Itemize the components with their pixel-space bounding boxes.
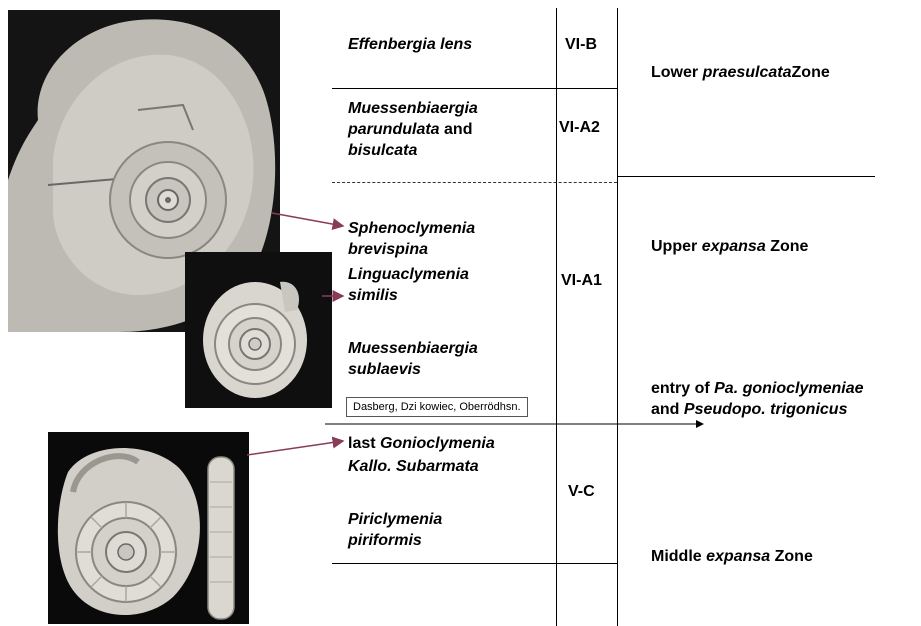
zone-prefix: Middle bbox=[651, 548, 702, 565]
zone-name: expansa bbox=[702, 238, 766, 255]
zone-lower-praesulcata: Lower praesulcataZone bbox=[651, 62, 830, 83]
species-kallo-subarmata: Kallo. Subarmata bbox=[348, 456, 479, 477]
row-divider-vc bbox=[332, 563, 617, 564]
zone-suffix: Zone bbox=[775, 548, 813, 565]
species-line: piriformis bbox=[348, 530, 442, 551]
species-word: Gonioclymenia bbox=[380, 435, 495, 452]
arrow-to-sphenoclymenia bbox=[272, 213, 343, 226]
arrow-to-gonioclymenia bbox=[247, 441, 343, 455]
species-last-gonioclymenia: last Gonioclymenia bbox=[348, 433, 495, 454]
entry-prefix: entry of bbox=[651, 380, 710, 397]
species-linguaclymenia: Linguaclymenia similis bbox=[348, 264, 469, 306]
column-divider-right bbox=[617, 8, 618, 626]
row-divider-vib bbox=[332, 88, 617, 89]
species-piriclymenia: Piriclymenia piriformis bbox=[348, 509, 442, 551]
species-word: parundulata bbox=[348, 121, 440, 138]
species-muessenbiaergia-parundulata: Muessenbiaergia parundulata and bisulcat… bbox=[348, 98, 478, 161]
column-divider-left bbox=[556, 8, 557, 626]
species-line: parundulata and bbox=[348, 119, 478, 140]
species-prefix: last bbox=[348, 435, 376, 452]
subzone-vi-a1: VI-A1 bbox=[561, 270, 602, 291]
species-line: Linguaclymenia bbox=[348, 264, 469, 285]
species-muessenbiaergia-sublaevis: Muessenbiaergia sublaevis bbox=[348, 338, 478, 380]
species-line: brevispina bbox=[348, 239, 475, 260]
entry-taxon: Pseudopo. trigonicus bbox=[684, 401, 848, 418]
subzone-vi-a2: VI-A2 bbox=[559, 117, 600, 138]
species-line: Muessenbiaergia bbox=[348, 338, 478, 359]
species-line: Muessenbiaergia bbox=[348, 98, 478, 119]
species-line: Piriclymenia bbox=[348, 509, 442, 530]
species-sphenoclymenia: Sphenoclymenia brevispina bbox=[348, 218, 475, 260]
zone-suffix: Zone bbox=[792, 64, 830, 81]
entry-note: entry of Pa. gonioclymeniae and Pseudopo… bbox=[651, 378, 864, 420]
zone-name: praesulcata bbox=[703, 64, 792, 81]
locality-box: Dasberg, Dzi kowiec, Oberrödhsn. bbox=[346, 397, 528, 417]
species-line: sublaevis bbox=[348, 359, 478, 380]
zone-suffix: Zone bbox=[770, 238, 808, 255]
conjunction: and bbox=[444, 121, 472, 138]
entry-line-1: entry of Pa. gonioclymeniae bbox=[651, 378, 864, 399]
subzone-vi-b: VI-B bbox=[565, 34, 597, 55]
zone-middle-expansa: Middle expansa Zone bbox=[651, 546, 813, 567]
species-effenbergia: Effenbergia lens bbox=[348, 34, 472, 55]
zone-prefix: Lower bbox=[651, 64, 698, 81]
zone-name: expansa bbox=[706, 548, 770, 565]
species-line: Sphenoclymenia bbox=[348, 218, 475, 239]
entry-line-2: and Pseudopo. trigonicus bbox=[651, 399, 864, 420]
species-line: bisulcata bbox=[348, 140, 478, 161]
entry-taxon: Pa. gonioclymeniae bbox=[714, 380, 863, 397]
subzone-v-c: V-C bbox=[568, 481, 595, 502]
zone-divider-upper bbox=[618, 176, 875, 177]
zone-upper-expansa: Upper expansa Zone bbox=[651, 236, 808, 257]
species-line: similis bbox=[348, 285, 469, 306]
row-divider-via2 bbox=[332, 182, 617, 183]
zone-prefix: Upper bbox=[651, 238, 697, 255]
entry-prefix: and bbox=[651, 401, 679, 418]
